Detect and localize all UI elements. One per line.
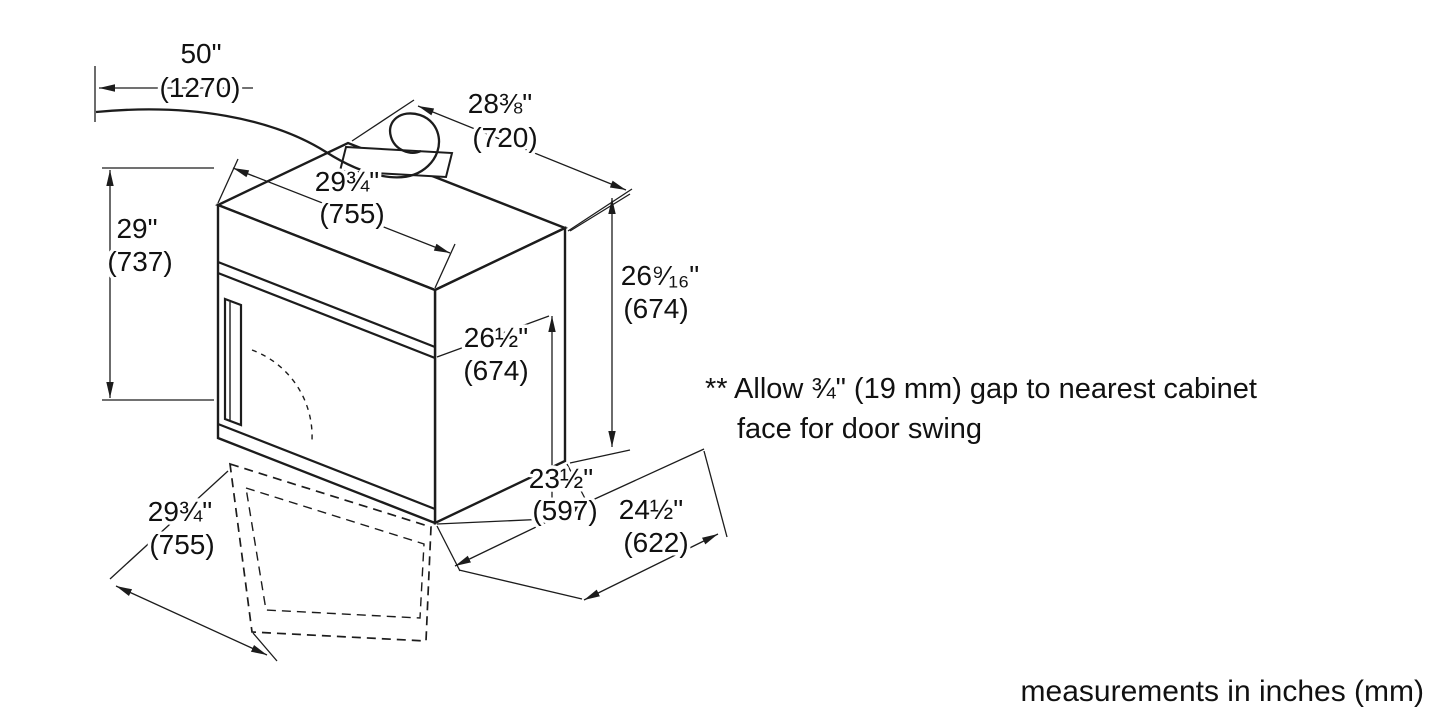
extension-line (436, 315, 550, 358)
dim-line (232, 167, 451, 254)
extension-line (252, 632, 278, 662)
cord-length-label-in: 50" (180, 38, 221, 69)
left-height-label-mm: (737) (107, 246, 172, 277)
dimension-right-height: 26⁹⁄₁₆" (674) (569, 193, 703, 464)
control-panel-line-bottom (217, 271, 436, 360)
cord-length-label-mm: (1270) (160, 72, 241, 103)
depth-label-mm: (597) (532, 495, 597, 526)
door-bottom-gap-line (217, 422, 436, 511)
right-height-label-in: 26⁹⁄₁₆" (621, 260, 700, 291)
open-door-outline (228, 462, 432, 642)
dimension-top-width: 29¾" (755) (217, 158, 456, 289)
depth-total-label-in: 24½" (619, 494, 683, 525)
top-depth-label-in: 28⅜" (468, 88, 532, 119)
extension-line (458, 569, 583, 600)
depth-label-in: 23½" (529, 463, 593, 494)
extension-line (703, 450, 728, 538)
dim-line (583, 533, 719, 601)
top-depth-label-mm: (720) (472, 122, 537, 153)
extension-line (566, 463, 591, 509)
dimension-front-height: 26½" (674) (436, 315, 556, 525)
front-height-label-mm: (674) (463, 355, 528, 386)
extension-line (436, 525, 461, 572)
units-footer: measurements in inches (mm) (1021, 675, 1424, 708)
extension-line (434, 243, 456, 289)
top-width-label-in: 29¾" (315, 166, 379, 197)
extension-line (109, 470, 229, 580)
dimension-cord-length: 50" (1270) (99, 35, 253, 107)
door-handle (223, 297, 243, 427)
left-height-label-in: 29" (116, 213, 157, 244)
door-width-label-mm: (755) (149, 529, 214, 560)
right-height-label-mm: (674) (623, 293, 688, 324)
dimension-left-height: 29" (737) (102, 167, 214, 401)
top-width-label-mm: (755) (319, 198, 384, 229)
note-line-1: ** Allow ¾" (19 mm) gap to nearest cabin… (705, 373, 1257, 405)
extension-line (351, 99, 415, 142)
door-width-label-in: 29¾" (148, 496, 212, 527)
note-line-2: face for door swing (737, 413, 982, 445)
open-door-projection (228, 349, 432, 642)
dim-line (417, 105, 627, 191)
extension-line (569, 449, 631, 464)
door-swing-note: ** Allow ¾" (19 mm) gap to nearest cabin… (705, 373, 1257, 445)
dimension-depth: 23½" (597) (436, 448, 705, 572)
dim-line (454, 502, 587, 567)
door-swing-arc (251, 349, 313, 441)
control-panel-line-top (217, 260, 436, 349)
depth-total-label-mm: (622) (623, 527, 688, 558)
extension-line (217, 158, 239, 204)
oven-drawing (94, 66, 569, 525)
dimension-top-depth: 28⅜" (720) (351, 85, 633, 232)
oven-front-face (216, 203, 437, 525)
extension-line (567, 188, 633, 232)
extension-line (569, 193, 631, 232)
dimension-depth-total: 24½" (622) (458, 450, 728, 601)
dimension-door-width: 29¾" (755) (109, 470, 278, 662)
dim-line (115, 585, 268, 656)
open-door-inner-face (245, 486, 425, 619)
front-height-label-in: 26½" (464, 322, 528, 353)
extension-line (585, 448, 705, 504)
